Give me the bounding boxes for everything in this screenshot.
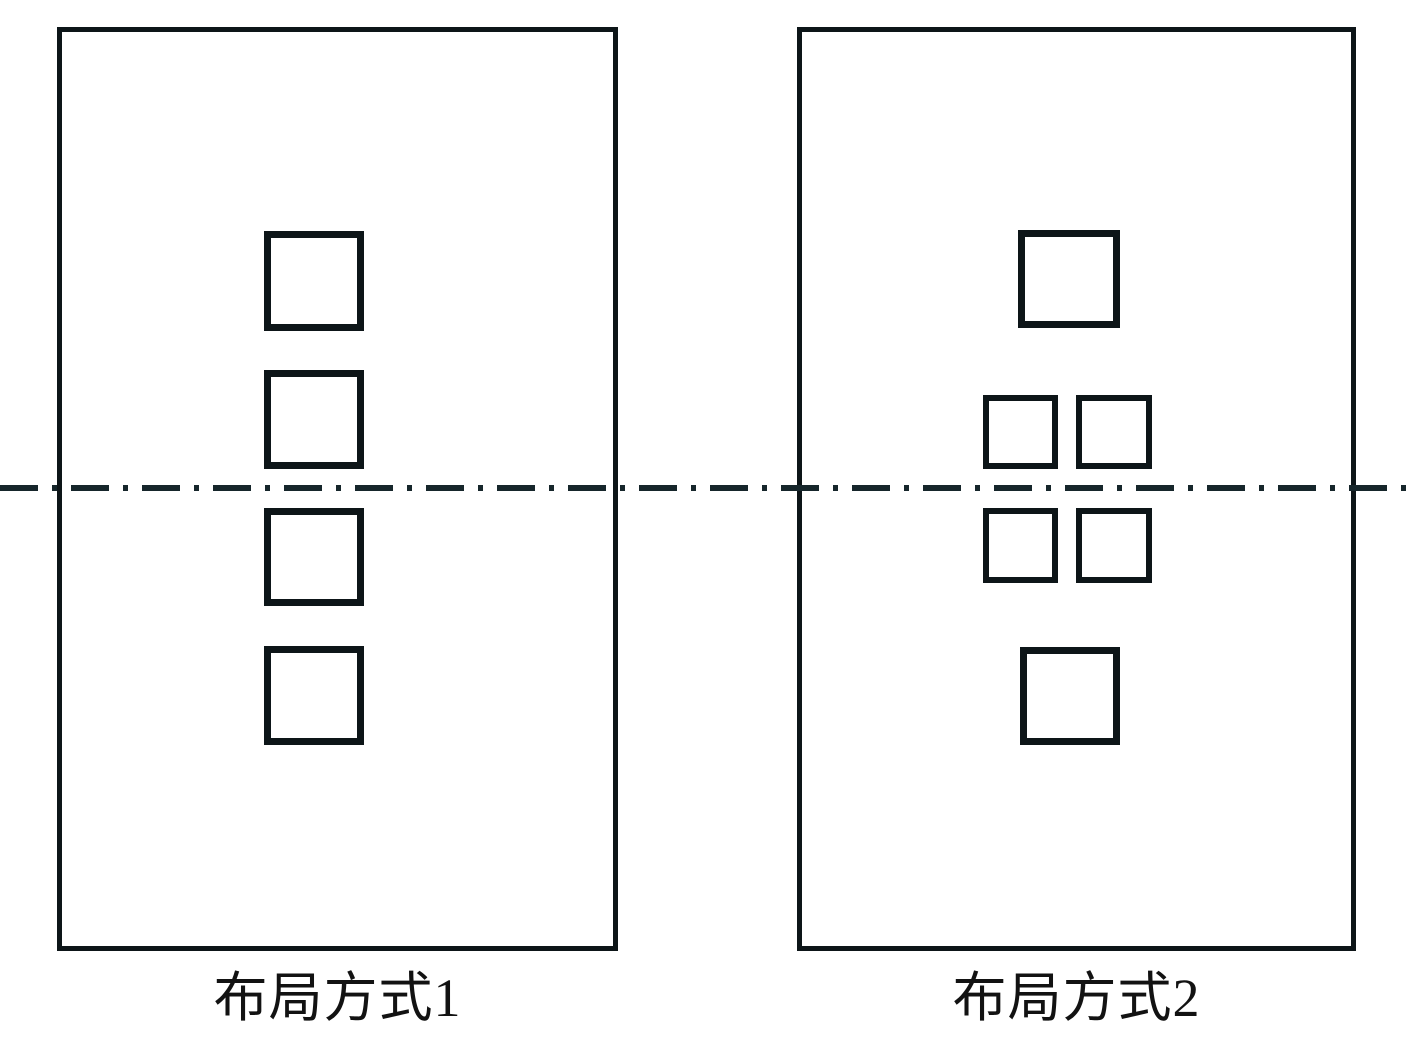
- panel-left-outline: [57, 27, 618, 951]
- right-module-centre-bottom-right: [1076, 508, 1152, 583]
- right-module-centre-top-right: [1076, 395, 1152, 469]
- right-module-centre-top-left: [983, 395, 1058, 469]
- right-module-centre-bottom-left: [983, 508, 1058, 583]
- caption-layout-1: 布局方式1: [213, 968, 462, 1028]
- right-module-bottom: [1020, 647, 1120, 745]
- left-module-3: [264, 508, 364, 606]
- right-module-top: [1018, 230, 1120, 328]
- left-module-4: [264, 646, 364, 745]
- panel-right-outline: [797, 27, 1356, 951]
- left-module-2: [264, 370, 364, 469]
- left-module-1: [264, 231, 364, 331]
- caption-layout-2: 布局方式2: [952, 968, 1201, 1028]
